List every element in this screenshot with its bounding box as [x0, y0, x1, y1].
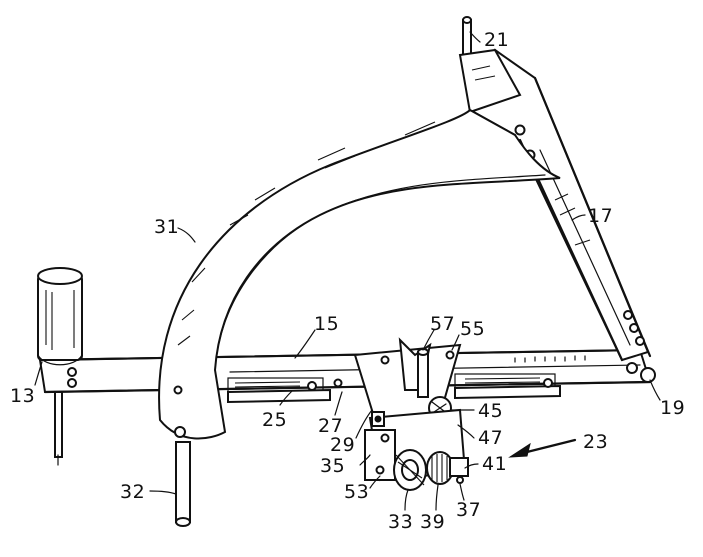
gear-mechanism: [364, 408, 577, 491]
horizontal-bar: [38, 348, 652, 404]
label-25: 25: [262, 409, 287, 431]
label-35: 35: [320, 455, 345, 477]
leader-lines: [34, 31, 661, 511]
diagonal-arm: [468, 48, 656, 383]
label-41: 41: [482, 453, 507, 475]
label-31: 31: [154, 216, 179, 238]
reference-numerals: 21 17 31 13 15 57 55 19 25 27 29 45 47 2…: [10, 29, 685, 533]
label-27: 27: [318, 415, 343, 437]
label-39: 39: [420, 511, 445, 533]
label-37: 37: [456, 499, 481, 521]
label-29: 29: [330, 434, 355, 456]
leg: [175, 441, 191, 527]
label-15: 15: [314, 313, 339, 335]
label-33: 33: [388, 511, 413, 533]
cylinder: [37, 267, 83, 466]
label-32: 32: [120, 481, 145, 503]
label-45: 45: [478, 400, 503, 422]
label-23: 23: [583, 431, 608, 453]
top-pin: [458, 16, 522, 114]
label-13: 13: [10, 385, 35, 407]
label-57: 57: [430, 313, 455, 335]
label-47: 47: [478, 427, 503, 449]
label-19: 19: [660, 397, 685, 419]
label-17: 17: [588, 205, 613, 227]
clamp-assembly: [353, 337, 462, 422]
label-53: 53: [344, 481, 369, 503]
curved-arm: [158, 108, 561, 440]
label-55: 55: [460, 318, 485, 340]
label-21: 21: [484, 29, 509, 51]
